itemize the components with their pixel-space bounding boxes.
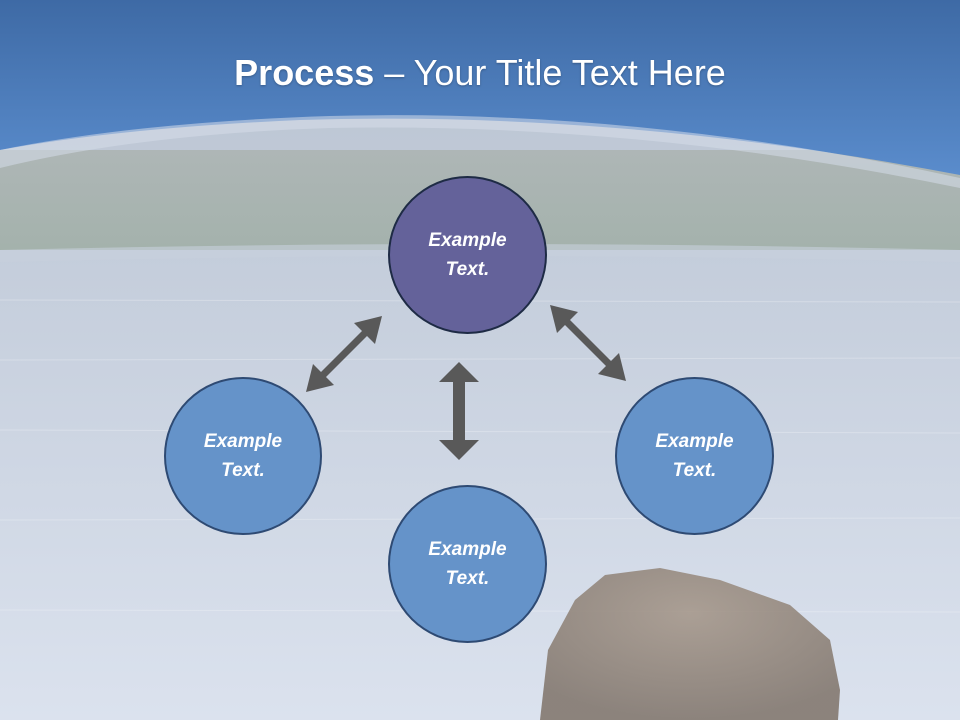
- node-left-line1: Example: [203, 431, 283, 452]
- node-right-line1: Example: [655, 431, 734, 452]
- node-top-line1: Example: [428, 230, 507, 251]
- double-arrow-left: [306, 316, 382, 392]
- node-right-line2: Text.: [672, 460, 717, 481]
- node-bottom-line1: Example: [428, 539, 507, 560]
- title-bold: Process: [234, 52, 375, 93]
- title-rest: – Your Title Text Here: [374, 52, 726, 93]
- double-arrow-right: [550, 305, 626, 381]
- node-left-line2: Text.: [221, 460, 265, 481]
- node-bottom-line2: Text.: [445, 568, 490, 589]
- page-title: Process – Your Title Text Here: [0, 52, 960, 94]
- node-top-line2: Text.: [445, 259, 490, 280]
- double-arrow-vertical: [439, 362, 479, 460]
